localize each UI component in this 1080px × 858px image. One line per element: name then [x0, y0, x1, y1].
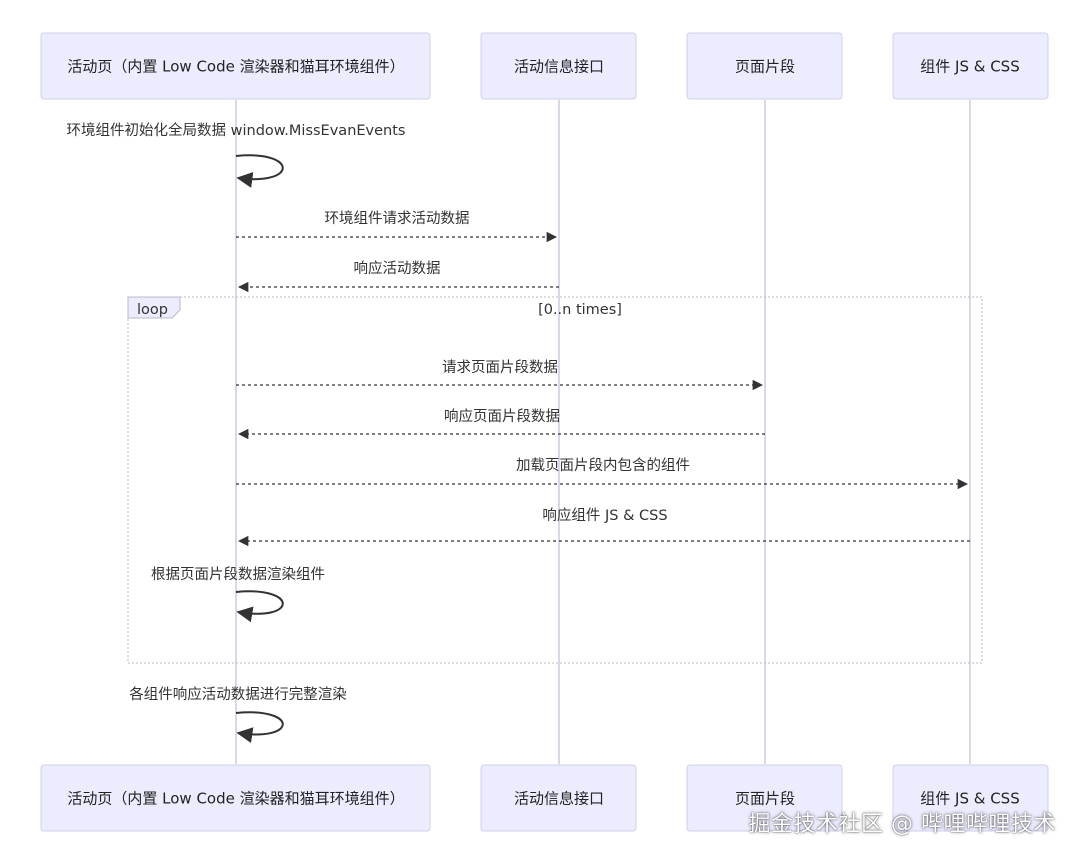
participant-api-label-bottom: 活动信息接口: [514, 790, 604, 808]
loop-frame: [127, 296, 983, 664]
participant-api-top: 活动信息接口: [480, 32, 637, 100]
participant-assets-label: 组件 JS & CSS: [920, 58, 1019, 76]
message-respond-fragment-data: 响应页面片段数据: [237, 407, 765, 440]
message-label: 响应活动数据: [354, 259, 441, 277]
participant-assets-top: 组件 JS & CSS: [892, 32, 1049, 100]
message-load-components: 加载页面片段内包含的组件: [236, 457, 969, 490]
message-respond-components: 响应组件 JS & CSS: [237, 506, 970, 547]
message-label: 响应页面片段数据: [444, 407, 560, 425]
participant-fragment-label: 页面片段: [735, 58, 795, 76]
message-respond-activity-data: 响应活动数据: [237, 259, 559, 293]
message-request-activity-data: 环境组件请求活动数据: [236, 209, 558, 243]
loop-block: loop [0..n times]: [127, 296, 983, 664]
watermark: 掘金技术社区 @ 哔哩哔哩技术: [748, 812, 1056, 837]
message-init-global-data: 环境组件初始化全局数据 window.MissEvanEvents: [67, 121, 406, 188]
participant-api-bottom: 活动信息接口: [480, 764, 637, 832]
self-arrow: [235, 711, 284, 744]
loop-condition: [0..n times]: [538, 302, 622, 318]
participant-fragment-label-bottom: 页面片段: [735, 790, 795, 808]
participant-page-label: 活动页（内置 Low Code 渲染器和猫耳环境组件）: [67, 58, 404, 76]
message-label: 响应组件 JS & CSS: [542, 506, 667, 524]
participant-assets-bottom: 组件 JS & CSS: [892, 764, 1049, 832]
message-label: 加载页面片段内包含的组件: [516, 457, 690, 474]
loop-tab: [127, 296, 181, 319]
message-full-render: 各组件响应活动数据进行完整渲染: [129, 685, 347, 744]
participant-fragment-top: 页面片段: [686, 32, 843, 100]
self-arrow: [235, 590, 284, 623]
participant-fragment-bottom: 页面片段: [686, 764, 843, 832]
loop-label: loop: [137, 302, 168, 318]
participant-api-label: 活动信息接口: [514, 58, 604, 76]
message-label: 环境组件初始化全局数据 window.MissEvanEvents: [67, 121, 406, 139]
participant-assets-label-bottom: 组件 JS & CSS: [920, 790, 1019, 808]
message-request-fragment-data: 请求页面片段数据: [236, 359, 764, 391]
message-label: 各组件响应活动数据进行完整渲染: [129, 685, 347, 703]
message-label: 环境组件请求活动数据: [325, 209, 470, 227]
participant-page-top: 活动页（内置 Low Code 渲染器和猫耳环境组件）: [40, 32, 431, 100]
self-arrow: [235, 154, 284, 188]
message-label: 根据页面片段数据渲染组件: [151, 566, 325, 583]
message-render-components: 根据页面片段数据渲染组件: [151, 566, 325, 623]
participant-page-label-bottom: 活动页（内置 Low Code 渲染器和猫耳环境组件）: [67, 790, 404, 808]
message-label: 请求页面片段数据: [442, 359, 558, 376]
participant-page-bottom: 活动页（内置 Low Code 渲染器和猫耳环境组件）: [40, 764, 431, 832]
